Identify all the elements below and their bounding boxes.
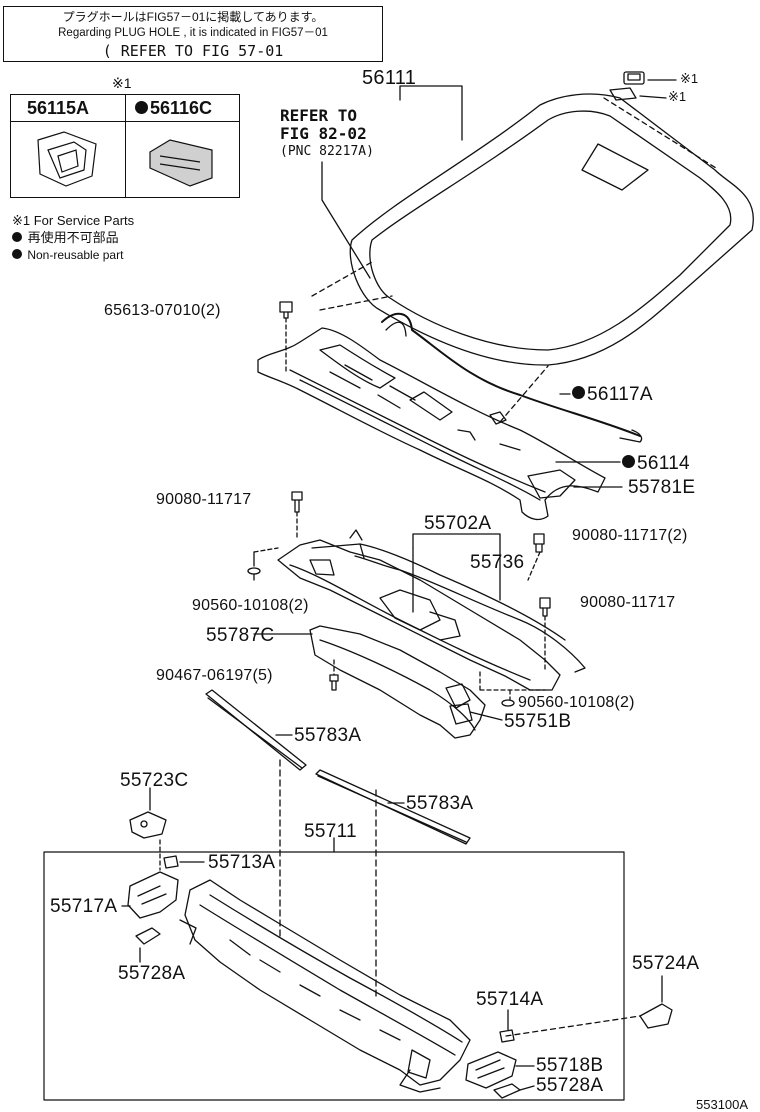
- bolt-90080-a: [291, 491, 303, 541]
- clip-55714A: [499, 1009, 515, 1043]
- callout-55717A: 55717A: [50, 896, 118, 917]
- service-box-divider: [125, 95, 126, 198]
- callout-55787C: 55787C: [206, 625, 275, 646]
- callout-55718B: 55718B: [536, 1055, 604, 1076]
- callout-65613-07010: 65613-07010(2): [104, 302, 221, 319]
- legend-service-parts: ※1 For Service Parts: [12, 213, 135, 228]
- refer-fig-line2: FIG 82-02: [280, 124, 367, 143]
- windshield-glass: [349, 93, 754, 366]
- callout-55781E: 55781E: [628, 477, 696, 498]
- callout-90560-10108-a: 90560-10108(2): [192, 597, 309, 614]
- bracket-55724A: [639, 975, 673, 1029]
- callout-56114: 56114: [637, 453, 690, 474]
- note-line-english: Regarding PLUG HOLE , it is indicated in…: [58, 27, 328, 39]
- callout-55714A: 55714A: [476, 989, 544, 1010]
- legend-non-reusable-jp: 再使用不可部品: [27, 230, 119, 245]
- bolt-90080-c: [539, 597, 551, 673]
- callout-90080-11717-a: 90080-11717: [156, 491, 252, 508]
- pad-55728A-right: [493, 1083, 535, 1099]
- non-reusable-dot-icon: [622, 455, 635, 469]
- cowl-panel-cover: [309, 625, 486, 739]
- bolt-90080-b: [527, 533, 545, 581]
- wiper-link-tray: [277, 529, 586, 691]
- screw-90467: [329, 659, 339, 691]
- callout-90080-11717-b: 90080-11717(2): [572, 527, 688, 544]
- callout-56117A: 56117A: [587, 384, 653, 405]
- refer-fig-line1: REFER TO: [280, 106, 358, 125]
- callout-90080-11717-c: 90080-11717: [580, 594, 676, 611]
- callout-55724A: 55724A: [632, 953, 700, 974]
- cowl-panel-55711: [179, 879, 471, 1093]
- service-parts-box: 56115A 56116C: [10, 94, 240, 198]
- seal-55783A-left: [205, 689, 307, 771]
- service-mark-label: ※1: [112, 75, 132, 91]
- callout-service-mark-2: ※1: [668, 89, 687, 104]
- cowl-louver: [257, 327, 606, 521]
- bracket-55717A: [121, 871, 179, 919]
- pad-55728A-left: [135, 927, 161, 963]
- bracket-55718B: [465, 1051, 535, 1089]
- callout-55783A-a: 55783A: [294, 725, 362, 746]
- clip-65613: [279, 301, 293, 373]
- callout-55728A-a: 55728A: [118, 963, 186, 984]
- service-part-56115A: 56115A: [27, 98, 90, 118]
- note-line-japanese: プラグホールはFIG57－01に掲載してあります。: [62, 10, 324, 24]
- service-box-header-rule: [11, 121, 240, 122]
- seal-55783A-right: [315, 769, 471, 845]
- figure-id: 553100A: [696, 1097, 749, 1112]
- callout-55728A-b: 55728A: [536, 1075, 604, 1096]
- bracket-55723C: [129, 787, 167, 839]
- callout-55711: 55711: [304, 821, 357, 842]
- non-reusable-dot-icon: [12, 248, 22, 259]
- callout-90560-10108-b: 90560-10108(2): [518, 694, 635, 711]
- callout-55736: 55736: [470, 552, 525, 573]
- callout-service-mark-1: ※1: [680, 71, 699, 86]
- note-line-refer: ( REFER TO FIG 57-01: [102, 42, 284, 60]
- callout-90467-06197: 90467-06197(5): [156, 667, 273, 684]
- plug-hole-note-box: プラグホールはFIG57－01に掲載してあります。 Regarding PLUG…: [3, 6, 383, 62]
- legend-non-reusable-en: Non-reusable part: [27, 248, 124, 262]
- windshield-leaders: [311, 97, 717, 423]
- clip-55713A: [163, 855, 205, 869]
- callout-55751B: 55751B: [504, 711, 572, 732]
- refer-fig-line3: (PNC 82217A): [280, 144, 374, 159]
- callout-56111: 56111: [362, 67, 417, 89]
- callout-55702A: 55702A: [424, 513, 492, 534]
- service-part-56116C: 56116C: [150, 98, 213, 118]
- non-reusable-dot-icon: [135, 100, 148, 114]
- callout-55783A-b: 55783A: [406, 793, 474, 814]
- service-part-sketches: [37, 131, 213, 187]
- service-clips: [609, 71, 677, 101]
- callout-55713A: 55713A: [208, 852, 276, 873]
- non-reusable-dot-icon: [572, 386, 585, 400]
- callout-55723C: 55723C: [120, 770, 189, 791]
- non-reusable-dot-icon: [12, 231, 22, 242]
